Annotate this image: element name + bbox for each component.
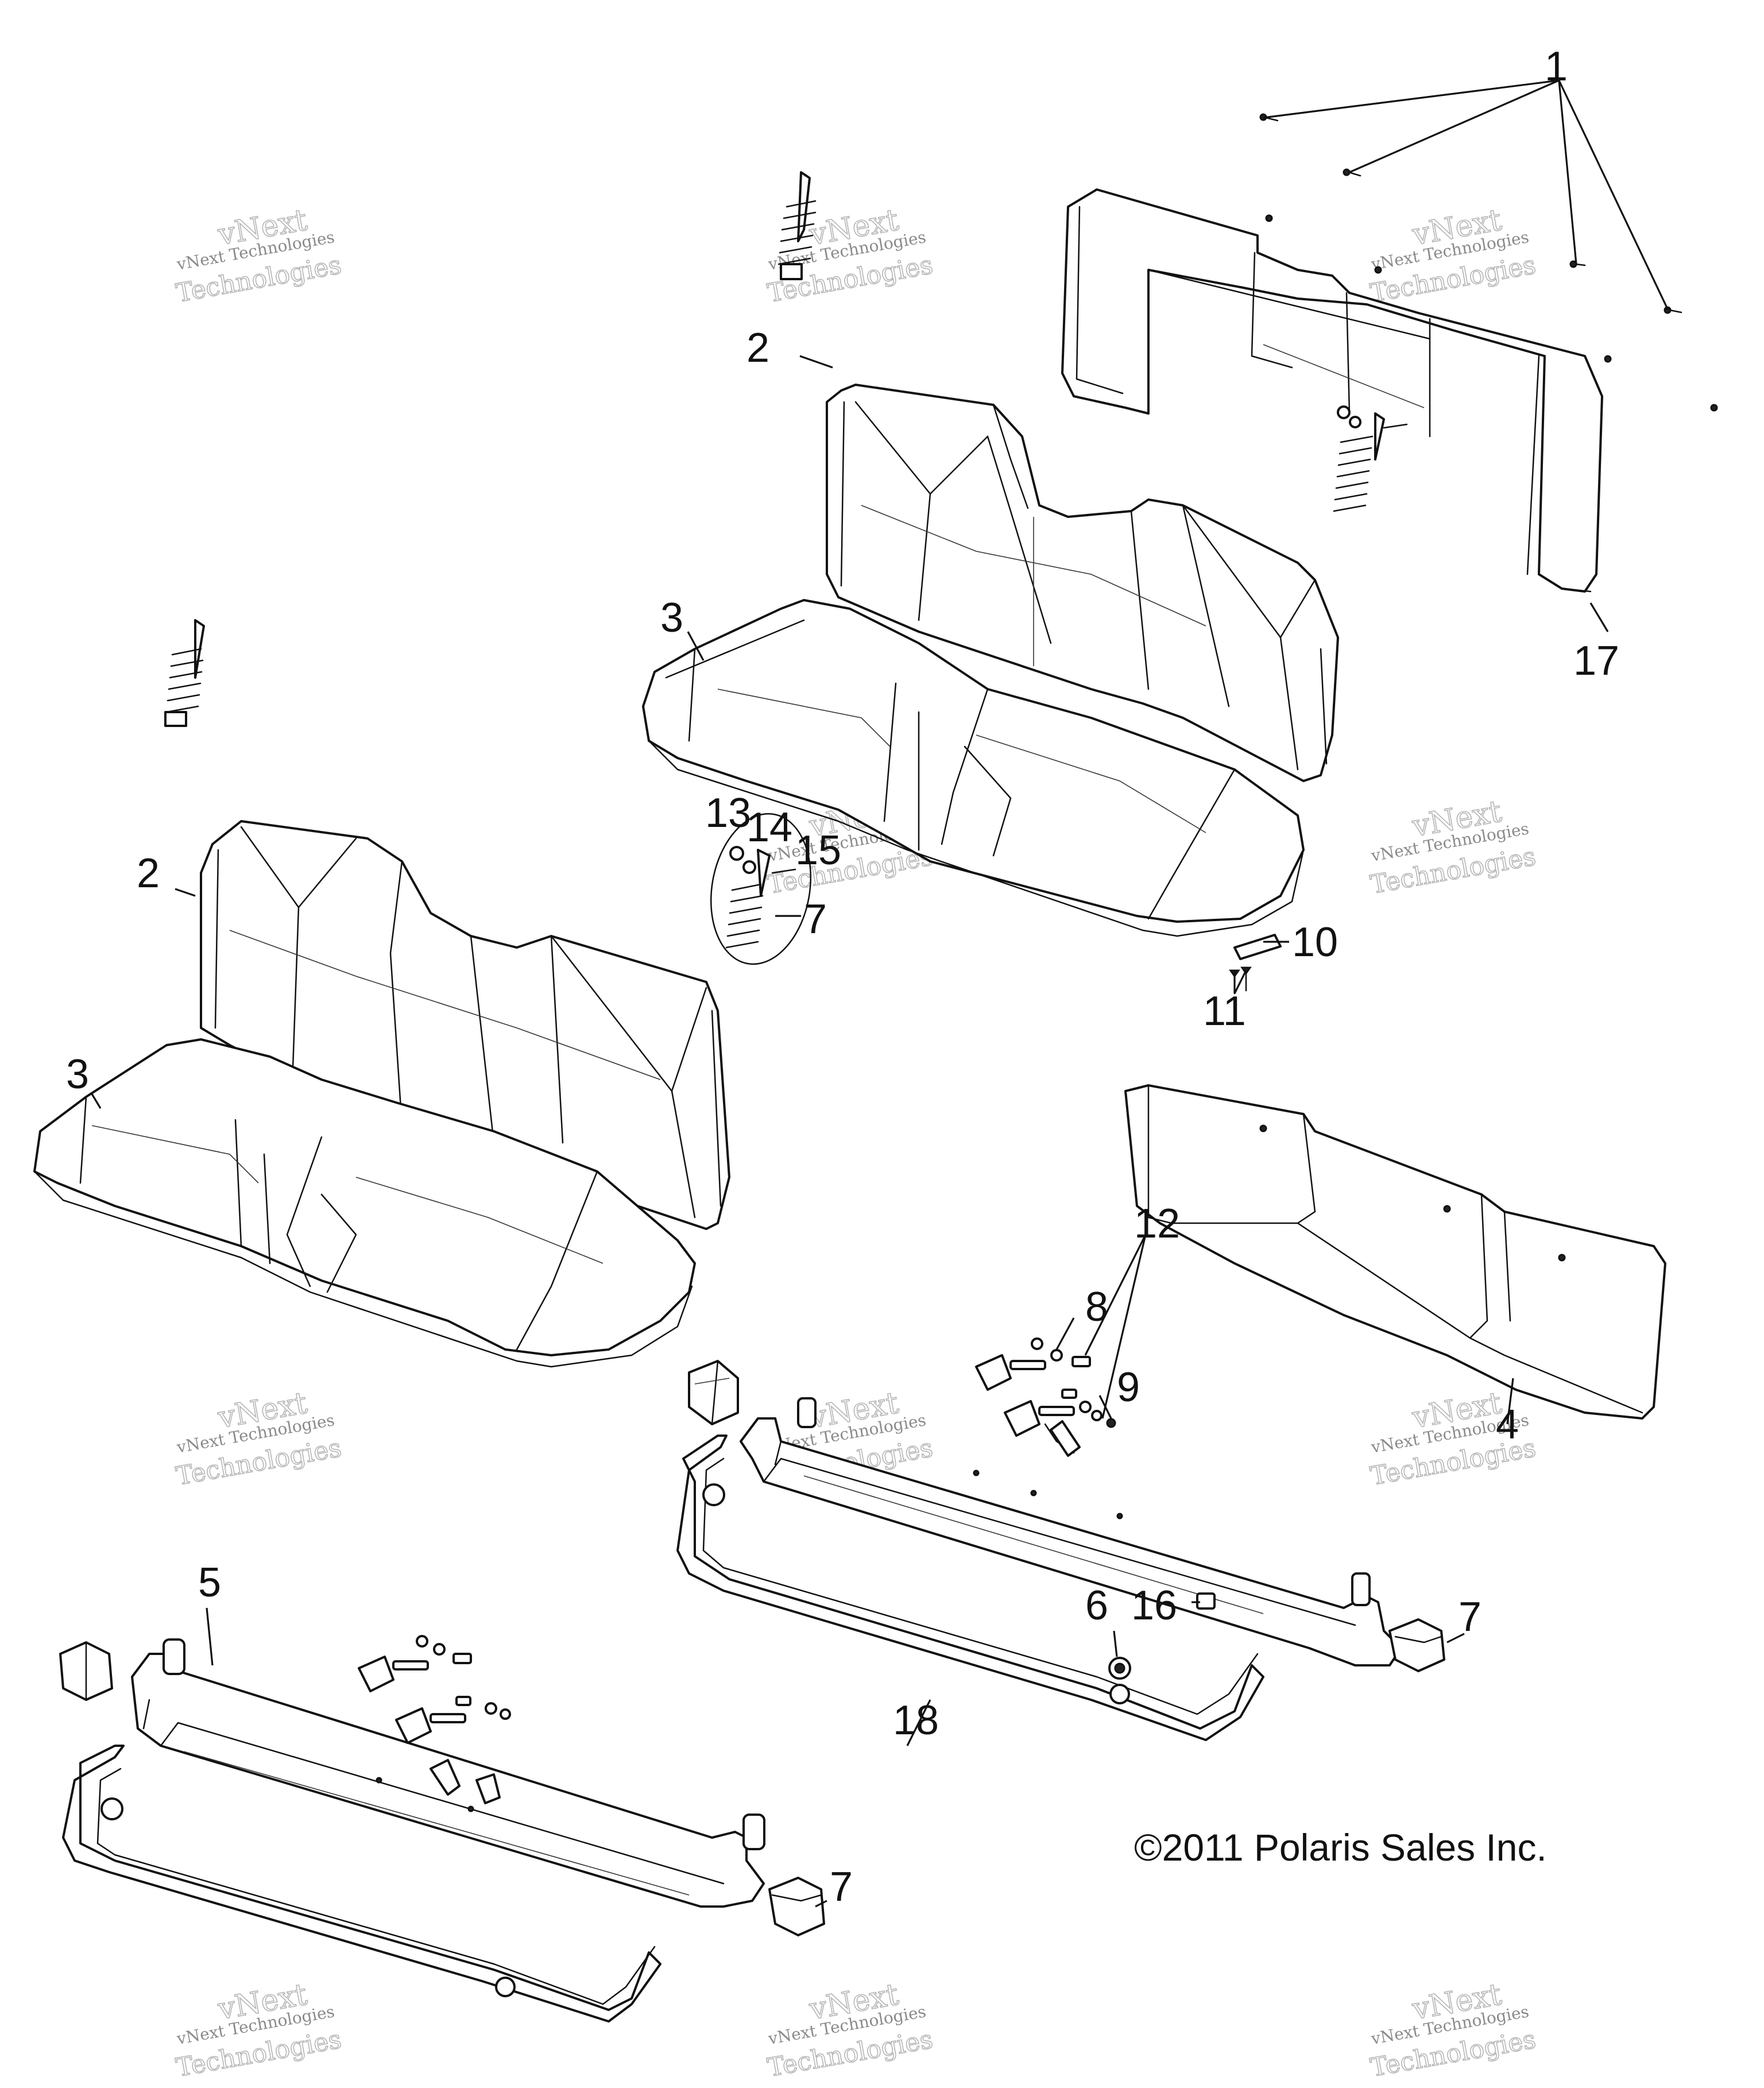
- seat-belt-buckles-lower: [358, 1635, 511, 1744]
- fastener-pins: [1259, 113, 1718, 412]
- callout-2-upper: 2: [746, 325, 769, 371]
- seat-latch-lower-left: [59, 1641, 113, 1701]
- spring-top-center: [777, 171, 817, 280]
- mount-nut-6: [1108, 1657, 1131, 1680]
- seat-base-panel: [1124, 1084, 1666, 1420]
- callout-1: 1: [1545, 44, 1568, 90]
- callout-13: 13: [705, 790, 751, 836]
- leader-lines: [91, 79, 1669, 1908]
- spring-rear: [1333, 405, 1408, 512]
- callout-12: 12: [1134, 1201, 1180, 1247]
- seat-latch-center-right: [1388, 1618, 1445, 1672]
- callout-8: 8: [1085, 1284, 1108, 1330]
- bushing-16: [1196, 1592, 1216, 1610]
- callout-9: 9: [1117, 1364, 1140, 1410]
- seat-latch-center-left: [688, 1360, 739, 1425]
- callout-17: 17: [1573, 638, 1619, 684]
- callout-6: 6: [1085, 1583, 1108, 1629]
- callout-11: 11: [1203, 988, 1246, 1034]
- seat-latch-lower-right: [768, 1877, 825, 1936]
- callout-2-lower: 2: [137, 850, 160, 896]
- detail-inset-spring: [710, 813, 812, 965]
- callout-4: 4: [1496, 1402, 1519, 1448]
- callout-7-right: 7: [1459, 1594, 1481, 1640]
- callout-5: 5: [198, 1560, 221, 1606]
- callout-3-upper: 3: [660, 595, 683, 641]
- seat-belt-buckles-center: [975, 1337, 1116, 1437]
- seat-frame-center: [676, 1397, 1402, 1741]
- rear-back-panel: [1061, 188, 1603, 593]
- callout-7-lower: 7: [830, 1864, 853, 1910]
- upper-seat-back: [826, 384, 1339, 782]
- spring-left: [164, 619, 205, 727]
- callout-14: 14: [746, 805, 792, 850]
- callout-15: 15: [795, 828, 841, 873]
- lower-seat-cushion: [33, 1038, 696, 1368]
- upper-seat-cushion: [642, 599, 1305, 937]
- callout-10: 10: [1292, 919, 1338, 965]
- callout-7-inset: 7: [804, 896, 827, 942]
- copyright-notice: ©2011 Polaris Sales Inc.: [1134, 1826, 1547, 1869]
- callout-18: 18: [893, 1698, 939, 1743]
- seat-frame-lower: [62, 1638, 765, 2023]
- callout-numbers: 1 2 3 17 13 14 15 7 10 11 2 3 12 8 9 4 5…: [66, 44, 1619, 1910]
- callout-16: 16: [1131, 1583, 1177, 1629]
- callout-3-lower: 3: [66, 1051, 89, 1097]
